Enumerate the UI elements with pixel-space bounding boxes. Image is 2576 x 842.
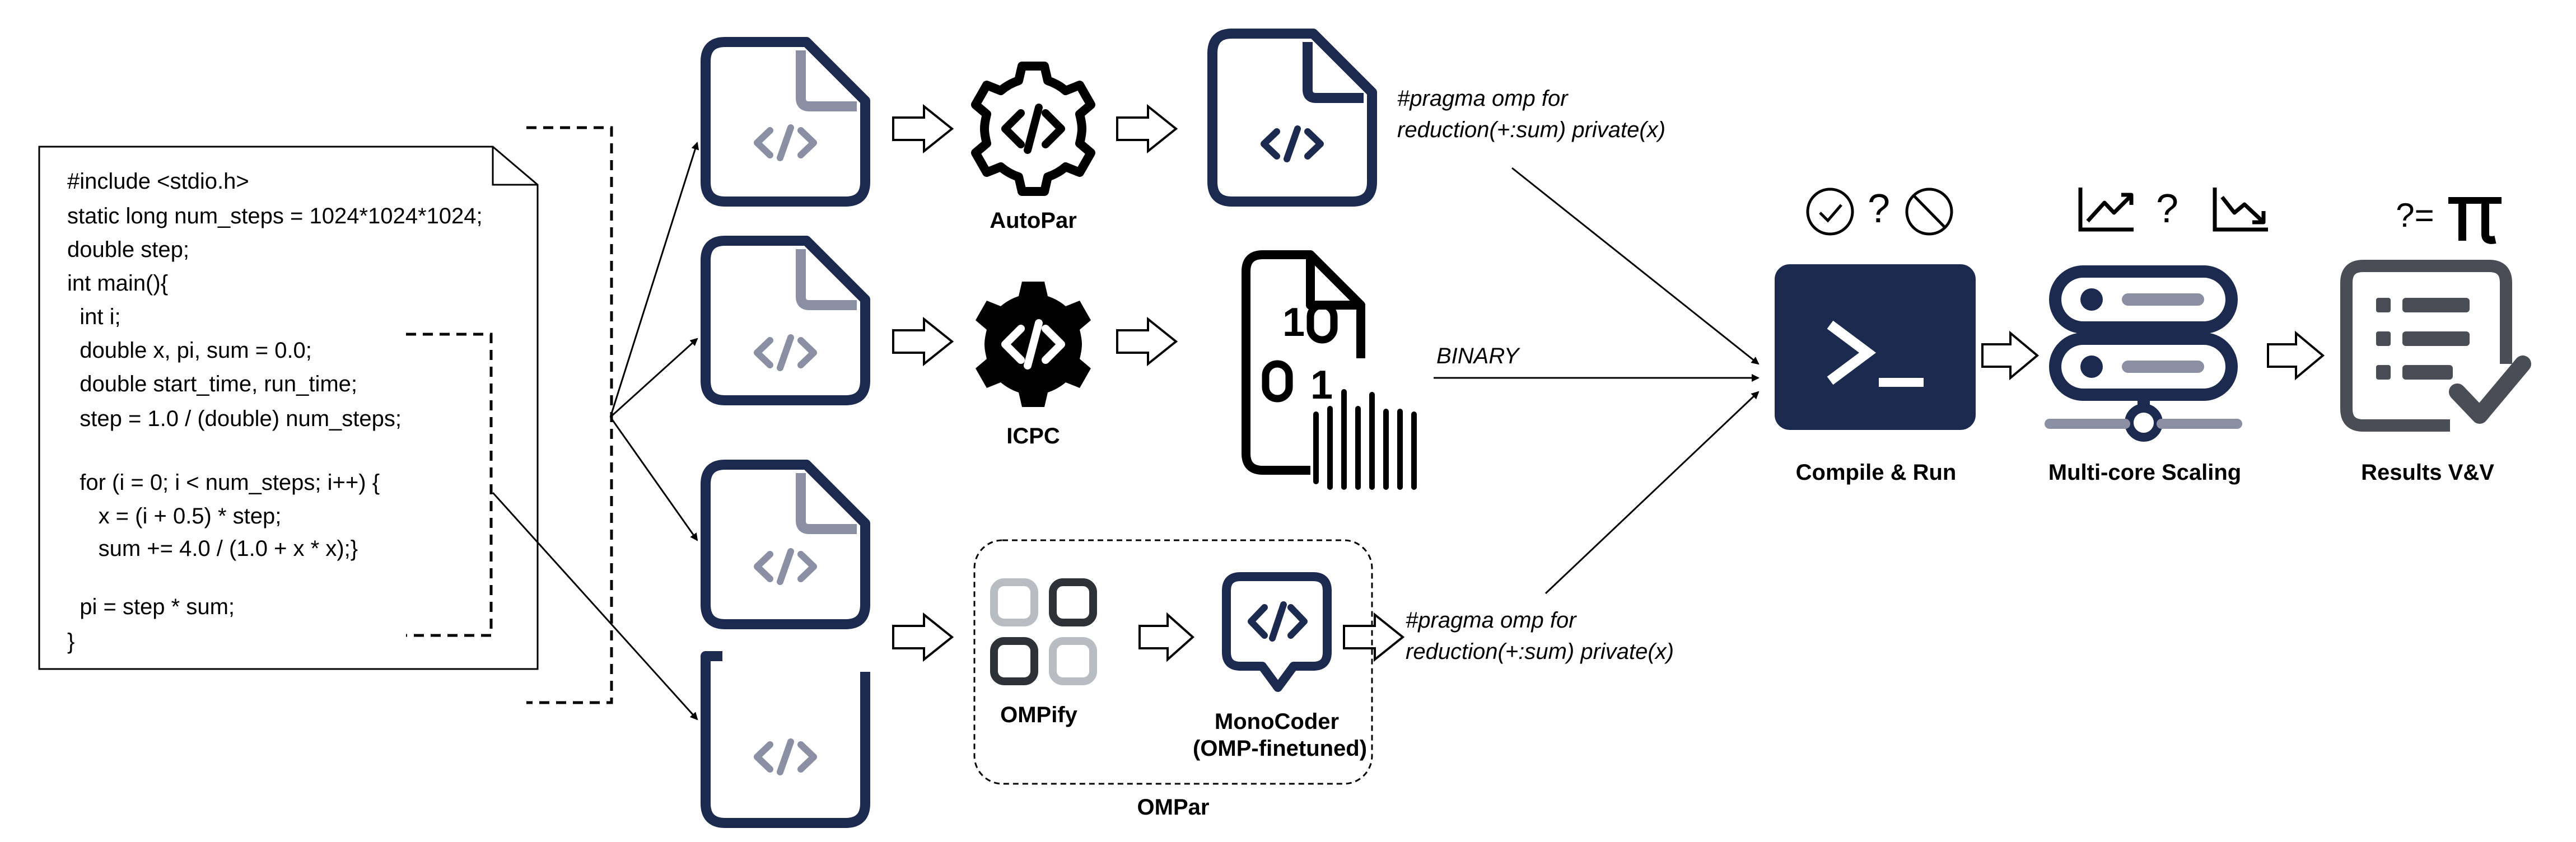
pragma-annotation-bottom: #pragma omp for reduction(+:sum) private… bbox=[1406, 605, 1674, 667]
pragma-bottom-line2: reduction(+:sum) private(x) bbox=[1406, 639, 1674, 664]
block-arrow-file2-icpc bbox=[892, 316, 954, 367]
dashed-bracket-function bbox=[526, 126, 613, 704]
results-question-equals: ?= bbox=[2396, 197, 2434, 234]
results-checklist-icon bbox=[2340, 260, 2531, 432]
check-circle-icon bbox=[1806, 188, 1854, 236]
pragma-bottom-line1: #pragma omp for bbox=[1406, 608, 1576, 633]
compile-run-label: Compile & Run bbox=[1795, 460, 1957, 485]
code-line: double start_time, run_time; bbox=[67, 372, 358, 396]
block-arrow-compile-multicore bbox=[1981, 330, 2040, 381]
block-arrow-icpc-binary bbox=[1116, 316, 1178, 367]
binary-file-icon: 1 1 bbox=[1242, 250, 1417, 490]
svg-text:1: 1 bbox=[1310, 363, 1333, 408]
monocoder-label-line2: (OMP-finetuned) bbox=[1193, 736, 1368, 761]
dashed-bracket-loop bbox=[406, 333, 493, 637]
chart-trending-down-icon bbox=[2213, 188, 2268, 232]
pi-symbol-icon bbox=[2448, 197, 2502, 244]
code-file-icon-1 bbox=[701, 37, 870, 207]
monocoder-label: MonoCoder (OMP-finetuned) bbox=[1193, 708, 1368, 762]
code-file-icon-3 bbox=[701, 460, 870, 629]
code-line: for (i = 0; i < num_steps; i++) { bbox=[67, 470, 380, 495]
monocoder-label-line1: MonoCoder bbox=[1214, 709, 1340, 734]
chart-trending-up-icon bbox=[2078, 188, 2134, 232]
block-arrow-ompify-monocoder bbox=[1138, 612, 1195, 662]
block-arrow-file1-autopar bbox=[892, 104, 954, 154]
binary-annotation: BINARY bbox=[1436, 344, 1519, 368]
ompar-label: OMPar bbox=[1137, 795, 1210, 820]
scaling-question-mark: ? bbox=[2155, 186, 2179, 231]
multicore-label: Multi-core Scaling bbox=[2048, 460, 2242, 485]
source-code-document bbox=[38, 146, 539, 670]
code-file-icon-4 bbox=[701, 651, 870, 828]
ompar-group-box bbox=[973, 539, 1373, 785]
compile-run-terminal-icon bbox=[1775, 264, 1976, 430]
arrow-to-file-2 bbox=[609, 338, 698, 418]
svg-text:1: 1 bbox=[1282, 300, 1305, 345]
icpc-label: ICPC bbox=[1006, 424, 1060, 448]
pragma-annotation-top: #pragma omp for reduction(+:sum) private… bbox=[1397, 83, 1665, 146]
arrow-loop-to-file-4 bbox=[492, 492, 698, 721]
ompify-icon bbox=[990, 578, 1097, 685]
server-stack-icon bbox=[2045, 265, 2242, 442]
block-arrow-monocoder-output bbox=[1343, 612, 1405, 662]
code-line: static long num_steps = 1024*1024*1024; bbox=[67, 204, 483, 228]
code-line: double step; bbox=[67, 237, 189, 262]
results-label: Results V&V bbox=[2361, 460, 2494, 485]
code-file-icon-2 bbox=[701, 236, 870, 405]
ban-circle-icon bbox=[1905, 188, 1953, 236]
icpc-gear-icon bbox=[976, 282, 1091, 407]
arrow-pragma-top-to-compile bbox=[1511, 167, 1760, 365]
compile-question-mark: ? bbox=[1867, 186, 1891, 231]
monocoder-icon bbox=[1222, 572, 1332, 692]
code-line: pi = step * sum; bbox=[67, 595, 235, 619]
block-arrow-file3-ompify bbox=[892, 612, 954, 662]
pragma-top-line1: #pragma omp for bbox=[1397, 86, 1568, 111]
parallel-code-file-icon bbox=[1207, 29, 1377, 207]
block-arrow-multicore-results bbox=[2267, 330, 2325, 381]
code-line: #include <stdio.h> bbox=[67, 169, 249, 194]
block-arrow-autopar-output bbox=[1116, 104, 1178, 154]
code-line: } bbox=[67, 629, 75, 654]
code-line: step = 1.0 / (double) num_steps; bbox=[67, 406, 402, 431]
arrow-pragma-bottom-to-compile bbox=[1544, 391, 1760, 595]
autopar-gear-icon bbox=[971, 62, 1095, 196]
code-line: int main(){ bbox=[67, 271, 169, 296]
code-line: int i; bbox=[67, 305, 121, 329]
code-line: sum += 4.0 / (1.0 + x * x);} bbox=[67, 536, 358, 561]
code-line: double x, pi, sum = 0.0; bbox=[67, 338, 312, 363]
arrow-to-file-3 bbox=[609, 417, 698, 541]
pragma-top-line2: reduction(+:sum) private(x) bbox=[1397, 118, 1666, 142]
ompify-label: OMPify bbox=[1000, 703, 1077, 727]
autopar-label: AutoPar bbox=[990, 208, 1077, 233]
code-line: x = (i + 0.5) * step; bbox=[67, 504, 282, 528]
arrow-to-file-1 bbox=[609, 142, 699, 418]
